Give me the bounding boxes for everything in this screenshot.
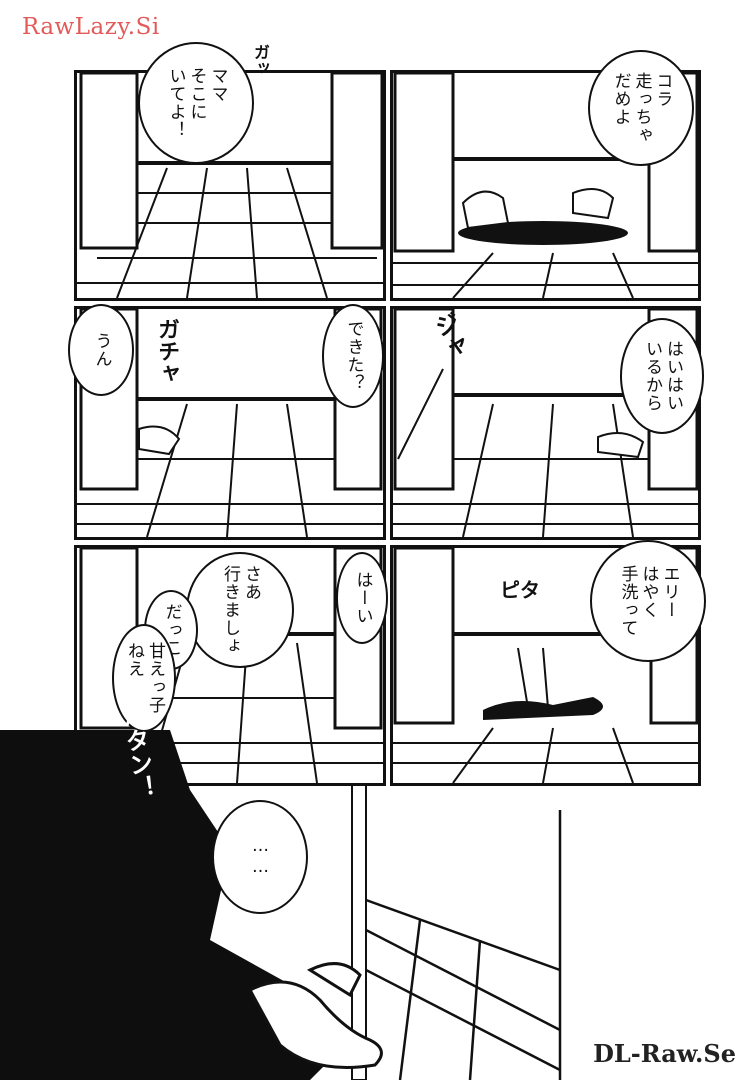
speech-bubble-10: エリー はやく 手洗って bbox=[590, 540, 706, 662]
speech-bubble-7: はーい bbox=[336, 552, 388, 644]
sfx-2: ガチャ bbox=[154, 318, 179, 384]
speech-bubble-1: ママ そこに いてよ！ bbox=[138, 42, 254, 164]
bubble-1-text: ママ そこに いてよ！ bbox=[165, 67, 228, 139]
bubble-3-text: うん bbox=[91, 332, 112, 368]
comic-panel-2 bbox=[390, 70, 701, 301]
speech-bubble-4: できた？ bbox=[322, 304, 384, 408]
sfx-1: ガッ bbox=[251, 44, 270, 76]
bubble-9-text: 甘えっ子 ねえ bbox=[124, 642, 165, 714]
speech-bubble-9: 甘えっ子 ねえ bbox=[112, 624, 176, 732]
panel-1-art bbox=[77, 73, 383, 298]
speech-bubble-11: …… bbox=[212, 800, 308, 914]
bubble-7-text: はーい bbox=[352, 571, 373, 625]
sfx-5: ピタ bbox=[500, 578, 540, 602]
final-panel-drawing bbox=[0, 730, 562, 1081]
bubble-10-text: エリー はやく 手洗って bbox=[617, 565, 680, 637]
final-panel-art bbox=[0, 730, 750, 1081]
speech-bubble-5: はいはい いるから bbox=[620, 318, 704, 434]
speech-bubble-6: さあ 行きましょ bbox=[186, 552, 294, 668]
bubble-2-text: コラ 走っちゃ だめよ bbox=[610, 72, 673, 144]
bubble-11-text: …… bbox=[250, 836, 271, 878]
bubble-6-text: さあ 行きましょ bbox=[220, 565, 261, 655]
bubble-4-text: できた？ bbox=[343, 320, 364, 392]
speech-bubble-3: うん bbox=[68, 304, 134, 396]
watermark-bottom: DL-Raw.Se bbox=[593, 1039, 736, 1068]
watermark-top: RawLazy.Si bbox=[22, 14, 160, 40]
speech-bubble-2: コラ 走っちゃ だめよ bbox=[588, 50, 694, 166]
bubble-5-text: はいはい いるから bbox=[642, 340, 683, 412]
